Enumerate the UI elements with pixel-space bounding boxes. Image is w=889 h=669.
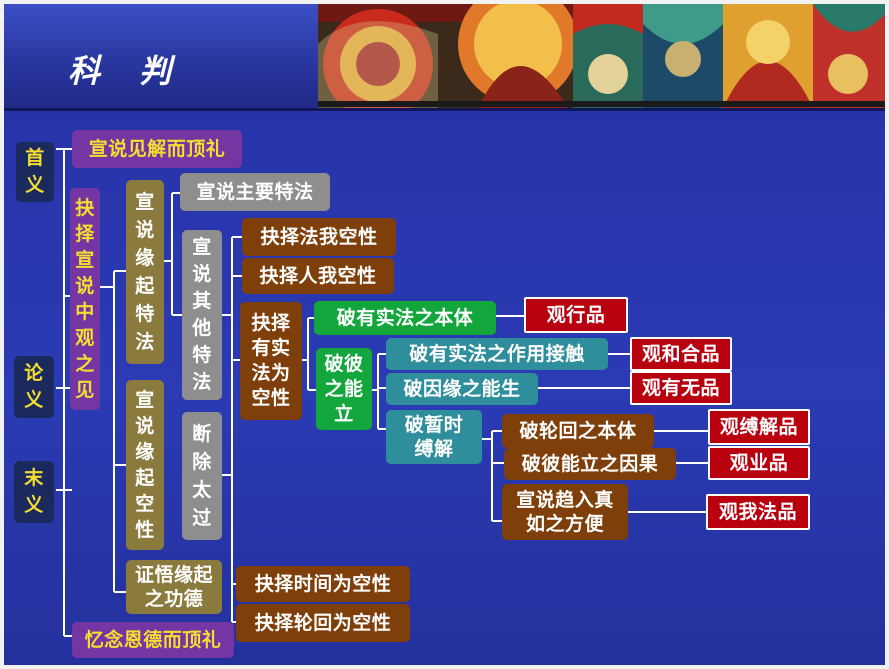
chapter-guan-wofa: 观我法品 <box>706 494 810 530</box>
chapter-guan-xing: 观行品 <box>524 297 628 333</box>
node-po-zanshi: 破暂时 缚解 <box>386 410 482 464</box>
node-jueze-xuanshuo: 抉 择 宣 说 中 观 之 见 <box>70 188 100 410</box>
node-po-lunhui-benti: 破轮回之本体 <box>502 414 654 448</box>
node-xuanshuo-yuanqi-kongxing: 宣 说 缘 起 空 性 <box>126 380 164 550</box>
header-divider <box>4 108 885 111</box>
header-artwork <box>318 4 885 108</box>
node-po-bineng-yinguo: 破彼能立之因果 <box>504 448 676 480</box>
node-po-benti: 破有实法之本体 <box>314 301 496 335</box>
node-jueze-shijian: 抉择时间为空性 <box>236 566 410 602</box>
header-title-panel: 科 判 <box>4 4 318 108</box>
node-xuanshuo-qita: 宣 说 其 他 特 法 <box>182 230 222 400</box>
node-zhengwu-gongde: 证悟缘起 之功德 <box>126 560 222 614</box>
chapter-guan-ye: 观业品 <box>708 446 810 480</box>
node-lunyi: 论 义 <box>14 356 54 418</box>
node-jueze-youshifa: 抉择 有实 法为 空性 <box>240 302 302 420</box>
chapter-guan-fujie: 观缚解品 <box>708 409 810 445</box>
node-yinian-ende: 忆念恩德而顶礼 <box>72 622 234 658</box>
node-po-yinyuan: 破因缘之能生 <box>386 373 538 405</box>
node-po-bineng: 破彼 之能 立 <box>316 348 372 430</box>
thangka-artwork-image <box>318 4 885 108</box>
node-xuanshuo-jianjie: 宣说见解而顶礼 <box>72 130 242 168</box>
node-jueze-fawo: 抉择法我空性 <box>242 218 396 256</box>
node-shouyi: 首 义 <box>16 142 54 202</box>
node-po-zuoyong: 破有实法之作用接触 <box>386 338 608 370</box>
chapter-guan-youwu: 观有无品 <box>630 371 732 405</box>
node-xuanshuo-quru: 宣说趋入真 如之方便 <box>502 484 628 540</box>
node-jueze-renwo: 抉择人我空性 <box>242 258 394 294</box>
node-duanchu-taiguo: 断 除 太 过 <box>182 412 222 540</box>
node-moyi: 末 义 <box>14 461 54 523</box>
node-xuanshuo-yuanqi-tefa: 宣 说 缘 起 特 法 <box>126 180 164 364</box>
chapter-guan-hehe: 观和合品 <box>630 337 732 371</box>
page-title: 科 判 <box>68 52 186 90</box>
node-jueze-lunhui: 抉择轮回为空性 <box>236 604 410 642</box>
node-xuanshuo-zhuyao: 宣说主要特法 <box>180 173 330 211</box>
